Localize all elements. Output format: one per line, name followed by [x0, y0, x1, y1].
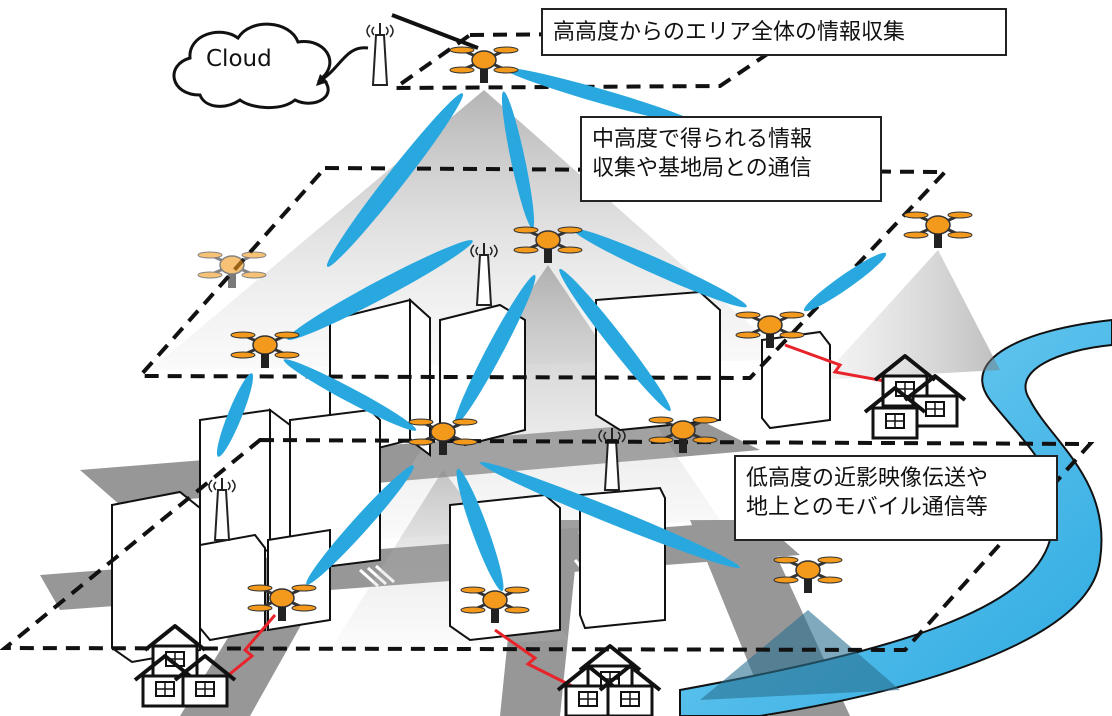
river: [679, 318, 1112, 716]
callout-low-line-1: 低高度の近影映像伝送や: [746, 466, 989, 491]
callout-mid-line-2: 収集や基地局との通信: [592, 155, 812, 181]
cloud-arrow-head: [316, 74, 328, 86]
callout-high-line-1: 高高度からのエリア全体の情報収集: [553, 20, 906, 45]
communication-beams: [216, 67, 887, 592]
cloud-label: Cloud: [206, 46, 272, 72]
callout-high-altitude: 高高度からのエリア全体の情報収集: [541, 8, 1007, 56]
callout-mid-line-1: 中高度で得られる情報: [592, 127, 813, 152]
backhaul-link: [391, 13, 479, 50]
callout-low-altitude: 低高度の近影映像伝送や 地上とのモバイル通信等: [734, 455, 1058, 541]
base-station-tower-top: [366, 22, 394, 86]
drone-high-altitude: [448, 45, 520, 85]
callout-mid-altitude: 中高度で得られる情報 収集や基地局との通信: [580, 116, 882, 202]
cloud-shape: [172, 22, 332, 109]
mobile-links: [209, 343, 891, 692]
drone-mid-altitude-right: [902, 210, 974, 250]
callout-low-line-2: 地上とのモバイル通信等: [746, 494, 988, 520]
